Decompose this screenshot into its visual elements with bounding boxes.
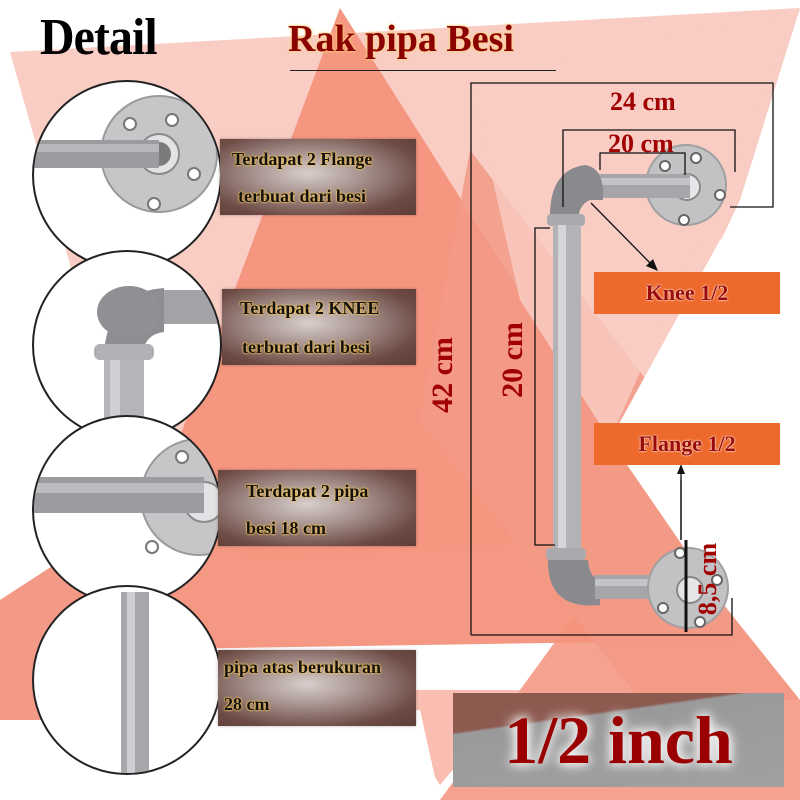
dimension-flange-diameter: 8,5 cm [693,542,723,616]
feature-top-pipe-line2: 28 cm [224,694,270,714]
feature-top-pipe-line1: pipa atas berukuran [224,657,382,677]
size-badge: 1/2 inch [453,693,784,787]
feature-label-knee [222,289,416,365]
knee-tag: Knee 1/2 [594,272,780,314]
bottom-flange-icon [647,547,729,629]
dimension-height-pipe: 20 cm [495,322,529,398]
dimension-height-total: 42 cm [425,337,459,413]
knee-detail-photo [32,250,222,440]
feature-flange-line1: Terdapat 2 Flange [232,149,373,169]
feature-knee-line1: Terdapat 2 KNEE [240,298,380,318]
dimension-width-inner: 20 cm [608,129,674,158]
feature-pipe-line2: besi 18 cm [246,518,326,538]
detail-heading: Detail [40,9,158,66]
straight-pipe-icon [121,592,149,773]
pipe-flange-detail-photo [32,415,222,605]
pipe-flange-icon [34,438,220,556]
product-title: Rak pipa Besi [288,18,514,60]
feature-pipe-line1: Terdapat 2 pipa [246,481,369,501]
size-badge-text: 1/2 inch [504,701,733,778]
dimension-lines [470,82,774,636]
feature-label-pipe [218,470,416,546]
feature-knee-line2: terbuat dari besi [242,337,370,357]
flange-icon [34,95,218,213]
dimension-width-outer: 24 cm [610,87,676,116]
feature-label-top-pipe [218,650,416,726]
feature-flange-line2: terbuat dari besi [238,186,366,206]
straight-pipe-detail-photo [32,585,222,775]
feature-label-flange [220,139,416,215]
flange-tag: Flange 1/2 [594,423,780,465]
title-underline [290,70,556,71]
